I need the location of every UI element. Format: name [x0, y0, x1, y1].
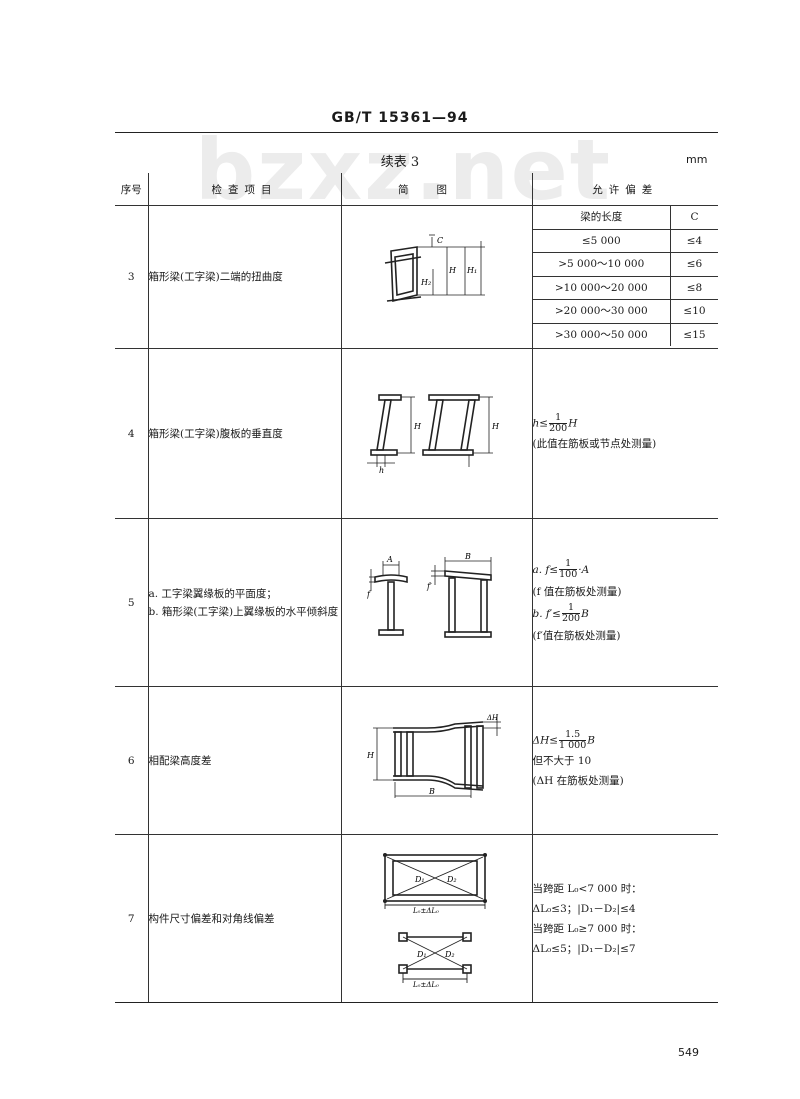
- page-number: 549: [678, 1046, 699, 1059]
- flange-flatness-diagram: A B f f′: [340, 518, 533, 687]
- sub-header-length: 梁的长度: [532, 206, 671, 230]
- table-row: 4 箱形梁(工字梁)腹板的垂直度: [115, 348, 718, 519]
- label-delta-h: ΔH: [486, 714, 499, 722]
- span-condition: 当跨距 L₀<7 000 时：: [532, 882, 642, 895]
- diagonal-deviation-diagram: D₁ D₂ L₀±ΔL₀ D₁ D₂ L₀±ΔL₀: [340, 834, 533, 1003]
- twisted-box-beam-diagram: C H H₁ H₂: [340, 205, 533, 349]
- row-item: a. 工字梁翼缘板的平面度； b. 箱形梁(工字梁)上翼缘板的水平倾斜度: [147, 518, 342, 687]
- twisted-box-beam-icon: C H H₁ H₂: [384, 234, 485, 302]
- table-header-row: 序号 检查项目 简图 允许偏差: [115, 173, 718, 206]
- length-range: ≤5 000: [532, 229, 671, 253]
- label-h: H: [367, 751, 375, 760]
- label-h2: H₂: [420, 278, 431, 287]
- col-header-no: 序号: [115, 173, 149, 206]
- table-row: 6 相配梁高度差: [115, 686, 718, 835]
- beam-length-table: 梁的长度 C ≤5 000 ≤4 >5 000～10 000 ≤6 >10 00…: [532, 206, 718, 346]
- web-verticality-icon: H H h: [366, 394, 500, 475]
- diagonal-deviation-icon: D₁ D₂ L₀±ΔL₀ D₁ D₂ L₀±ΔL₀: [382, 853, 487, 989]
- row-item: 相配梁高度差: [147, 686, 342, 835]
- label-l0: L₀±ΔL₀: [412, 981, 439, 987]
- tolerance-note-b: (f′值在筋板处测量): [532, 629, 621, 642]
- label-h: H: [491, 422, 500, 431]
- c-value: ≤4: [670, 229, 718, 253]
- label-b: B: [428, 787, 435, 796]
- tolerance-note: (此值在筋板或节点处测量): [532, 438, 657, 450]
- label-h: H: [448, 266, 457, 275]
- label-d1: D₁: [414, 875, 425, 884]
- label-l0: L₀±ΔL₀: [412, 907, 439, 915]
- web-verticality-diagram: H H h: [340, 348, 533, 519]
- row-item: 箱形梁(工字梁)腹板的垂直度: [147, 348, 342, 519]
- length-range: >30 000～50 000: [532, 323, 671, 346]
- tolerance-note-a: (f 值在筋板处测量): [532, 585, 622, 598]
- table-row: 7 构件尺寸偏差和对角线偏差: [115, 834, 718, 1003]
- label-d1: D₁: [416, 950, 427, 959]
- col-header-item: 检查项目: [147, 173, 342, 206]
- label-h1: H₁: [466, 266, 477, 275]
- sub-header-c: C: [670, 206, 718, 230]
- matching-beam-height-icon: H ΔH B: [366, 714, 501, 798]
- col-header-figure: 简图: [340, 173, 533, 206]
- label-d2: D₂: [444, 950, 455, 959]
- tolerance-cell: 当跨距 L₀<7 000 时： ΔL₀≤3；|D₁－D₂|≤4 当跨距 L₀≥7…: [531, 834, 718, 1003]
- label-f: f: [367, 590, 372, 599]
- c-value: ≤15: [683, 328, 706, 341]
- label-c: C: [437, 236, 443, 245]
- c-value: ≤8: [670, 276, 718, 300]
- label-a: A: [386, 555, 393, 564]
- c-value: ≤6: [670, 252, 718, 277]
- table-row: 3 箱形梁(工字梁)二端的扭曲度: [115, 205, 718, 349]
- label-d2: D₂: [446, 875, 457, 884]
- table-row: 5 a. 工字梁翼缘板的平面度； b. 箱形梁(工字梁)上翼缘板的水平倾斜度: [115, 518, 718, 687]
- flange-flatness-icon: A B f f′: [366, 552, 492, 638]
- tolerance-limit: 但不大于 10: [532, 755, 592, 767]
- header-rule: [115, 132, 718, 133]
- span-tolerance: ΔL₀≤5；|D₁－D₂|≤7: [532, 942, 636, 955]
- matching-beam-height-diagram: H ΔH B: [340, 686, 533, 835]
- row-number: 7: [115, 834, 149, 1003]
- row-number: 3: [115, 205, 149, 349]
- tolerance-cell: 梁的长度 C ≤5 000 ≤4 >5 000～10 000 ≤6 >10 00…: [531, 205, 718, 349]
- col-header-tolerance: 允许偏差: [531, 173, 718, 206]
- c-value: ≤10: [670, 299, 718, 324]
- label-h-small: h: [379, 466, 384, 475]
- tolerance-note: (ΔH 在筋板处测量): [532, 775, 624, 787]
- row-number: 6: [115, 686, 149, 835]
- tolerance-table: 序号 检查项目 简图 允许偏差 3 箱形梁(工字梁)二端的扭曲度: [115, 173, 718, 1003]
- length-range: >10 000～20 000: [532, 276, 671, 300]
- length-range: >20 000～30 000: [532, 299, 671, 324]
- span-tolerance: ΔL₀≤3；|D₁－D₂|≤4: [532, 902, 636, 915]
- row-number: 5: [115, 518, 149, 687]
- unit-label: mm: [686, 153, 708, 166]
- label-b: B: [464, 552, 471, 561]
- label-h: H: [413, 422, 422, 431]
- row-item: 构件尺寸偏差和对角线偏差: [147, 834, 342, 1003]
- table-title: 续表 3: [380, 155, 420, 170]
- standard-code-header: GB/T 15361—94: [331, 110, 469, 126]
- label-f-prime: f′: [426, 582, 432, 591]
- row-item: 箱形梁(工字梁)二端的扭曲度: [147, 205, 342, 349]
- span-condition: 当跨距 L₀≥7 000 时：: [532, 922, 642, 935]
- row-number: 4: [115, 348, 149, 519]
- length-range: >5 000～10 000: [532, 252, 671, 277]
